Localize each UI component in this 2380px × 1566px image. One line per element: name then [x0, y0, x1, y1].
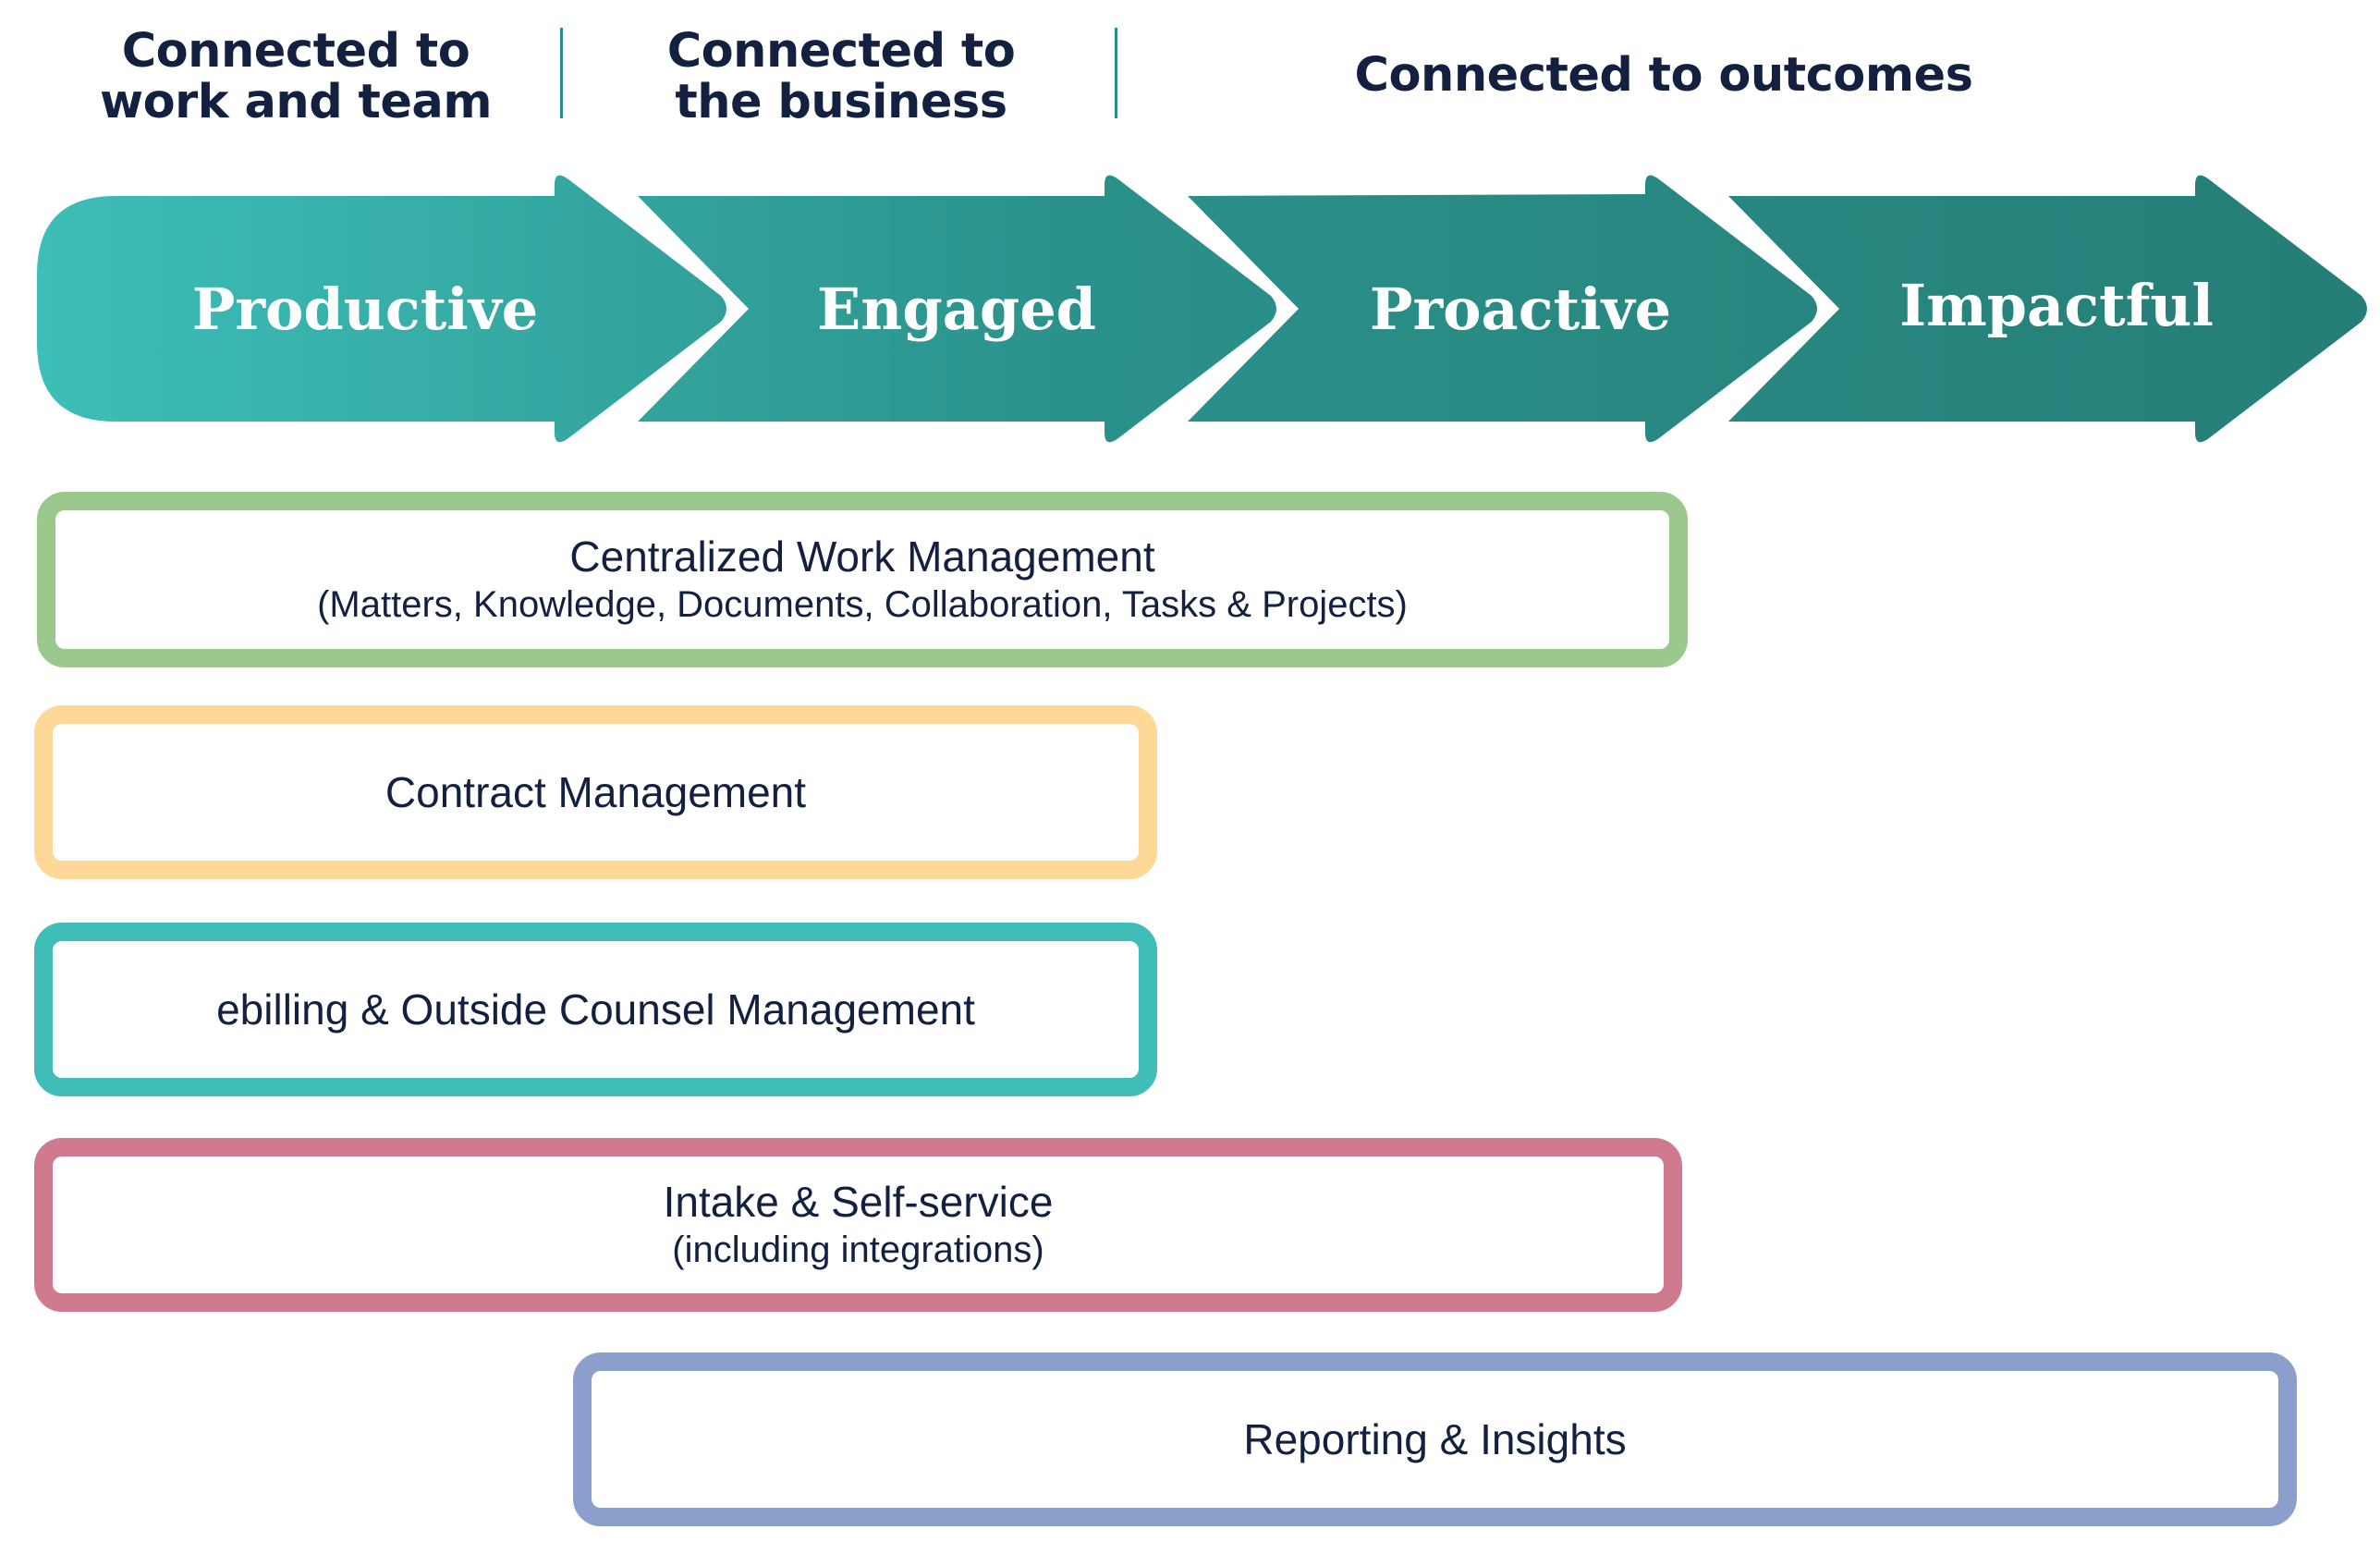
reporting-insights-box: Reporting & Insights [573, 1352, 2297, 1526]
header-line: Connected to [666, 24, 1016, 79]
centralized-work-management-box: Centralized Work Management (Matters, Kn… [37, 492, 1688, 667]
contract-management-box: Contract Management [34, 705, 1157, 879]
header-line: the business [675, 75, 1007, 129]
box-subtitle: (Matters, Knowledge, Documents, Collabor… [317, 584, 1408, 625]
header-connected-work-team: Connected to work and team [65, 26, 527, 128]
header-divider [1115, 28, 1117, 118]
stage-label-proactive: Proactive [1369, 275, 1672, 343]
stage-arrows [37, 175, 2367, 443]
stage-label-productive: Productive [191, 275, 539, 343]
header-connected-outcomes: Connected to outcomes [1202, 50, 2126, 101]
arrow-engaged [638, 175, 1276, 443]
stage-label-engaged: Engaged [816, 275, 1096, 343]
box-title: Contract Management [384, 768, 807, 816]
box-title: Centralized Work Management [569, 532, 1155, 581]
box-subtitle: (including integrations) [672, 1230, 1044, 1270]
box-title: Intake & Self-service [663, 1178, 1054, 1226]
arrow-impactful [1728, 175, 2367, 443]
arrow-proactive [1188, 175, 1817, 443]
ebilling-outside-counsel-box: ebilling & Outside Counsel Management [34, 923, 1157, 1096]
header-divider [560, 28, 563, 118]
box-title: Reporting & Insights [1243, 1415, 1627, 1463]
header-line: work and team [100, 75, 493, 129]
intake-self-service-box: Intake & Self-service (including integra… [34, 1138, 1682, 1312]
header-line: Connected to [121, 24, 470, 79]
arrow-productive [37, 175, 726, 443]
header-connected-business: Connected to the business [610, 26, 1072, 128]
header-line: Connected to outcomes [1354, 48, 1973, 103]
stage-label-impactful: Impactful [1899, 272, 2214, 339]
box-title: ebilling & Outside Counsel Management [216, 985, 975, 1034]
